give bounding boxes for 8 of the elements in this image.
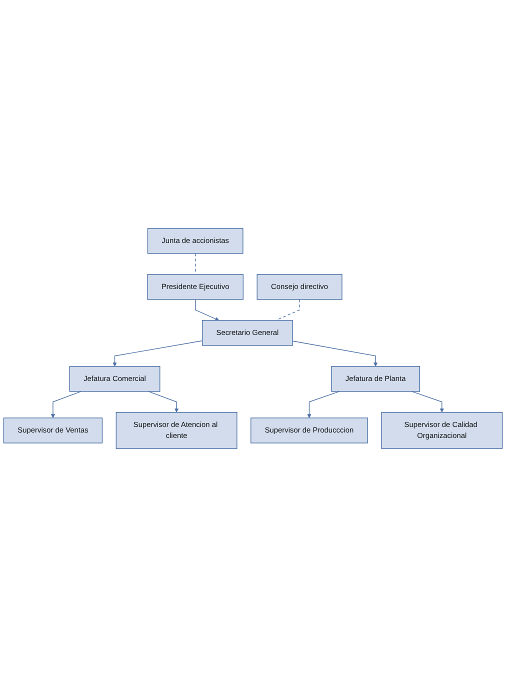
arrow [112,340,203,367]
arrow [411,391,444,413]
arrow [195,299,220,321]
arrow [148,391,179,413]
arrow [292,340,378,367]
connector [276,299,300,321]
arrow [50,391,82,418]
arrow [307,391,340,418]
